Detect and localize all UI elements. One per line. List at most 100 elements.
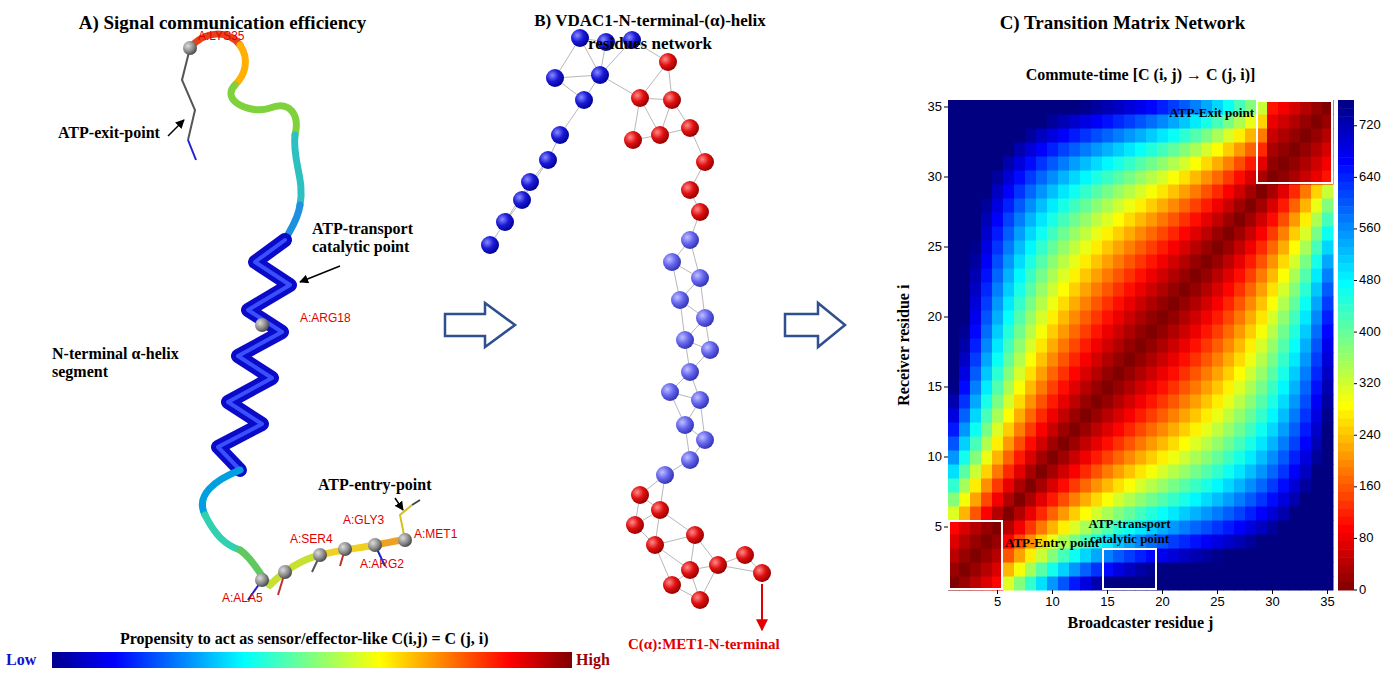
heatmap-cell (1080, 268, 1092, 283)
colorbar-step (1338, 263, 1354, 272)
heatmap-cell (1267, 184, 1279, 199)
heatmap-cell (1003, 366, 1015, 381)
heatmap-cell (970, 338, 982, 353)
heatmap-cell (1212, 464, 1224, 479)
heatmap-cell (1168, 324, 1180, 339)
heatmap-cell (1036, 142, 1048, 157)
heatmap-cell (1168, 422, 1180, 437)
heatmap-cell (1322, 184, 1334, 199)
heatmap-cell (1091, 142, 1103, 157)
heatmap-cell (970, 296, 982, 311)
heatmap-cell (1025, 464, 1037, 479)
annotation: ATP-transport catalytic point (312, 220, 447, 257)
heatmap-cell (1256, 464, 1268, 479)
heatmap-cell (1289, 562, 1301, 577)
heatmap-cell (981, 394, 993, 409)
scale-label: Low (6, 651, 36, 669)
heatmap-cell (1278, 506, 1290, 521)
heatmap-cell (959, 352, 971, 367)
tick-label: 320 (1359, 376, 1381, 391)
heatmap-cell (1322, 492, 1334, 507)
heatmap-cell (959, 506, 971, 521)
heatmap-cell (1157, 310, 1169, 325)
heatmap-cell (981, 478, 993, 493)
heatmap-cell (1091, 548, 1103, 563)
heatmap-cell (1322, 394, 1334, 409)
heatmap-cell (1124, 156, 1136, 171)
heatmap-cell (1003, 576, 1015, 591)
heatmap-cell (1058, 506, 1070, 521)
heatmap-cell (1069, 520, 1081, 535)
heatmap-cell (948, 184, 960, 199)
heatmap-cell (1223, 156, 1235, 171)
heatmap-cell (1322, 478, 1334, 493)
heatmap-cell (1036, 422, 1048, 437)
heatmap-cell (1190, 212, 1202, 227)
heatmap-cell (1179, 422, 1191, 437)
heatmap-cell (1036, 324, 1048, 339)
colorbar-step (1338, 296, 1354, 305)
colorbar-step (1338, 574, 1354, 583)
heatmap-cell (1146, 310, 1158, 325)
heatmap-cell (1300, 100, 1312, 115)
heatmap-cell (1311, 240, 1323, 255)
heatmap-cell (1157, 562, 1169, 577)
heatmap-cell (1058, 156, 1070, 171)
colorbar-step (1338, 321, 1354, 330)
heatmap-cell (1003, 170, 1015, 185)
colorbar-step (1338, 133, 1354, 142)
heatmap-cell (970, 128, 982, 143)
heatmap-cell (1091, 408, 1103, 423)
heatmap-cell (992, 128, 1004, 143)
heatmap-cell (1223, 254, 1235, 269)
heatmap-cell (1212, 478, 1224, 493)
heatmap-cell (1234, 548, 1246, 563)
heatmap-cell (1091, 268, 1103, 283)
heatmap-cell (959, 562, 971, 577)
heatmap-cell (1278, 534, 1290, 549)
network-residues (481, 29, 771, 609)
heatmap-cell (1113, 310, 1125, 325)
heatmap-cell (970, 114, 982, 129)
residue-ball (663, 253, 681, 271)
heatmap-cell (1080, 478, 1092, 493)
residue-label: A:ARG2 (360, 558, 404, 572)
heatmap-cell (992, 114, 1004, 129)
heatmap-cell (1289, 534, 1301, 549)
heatmap-cell (1146, 212, 1158, 227)
heatmap-cell (1223, 184, 1235, 199)
heatmap-cell (1135, 156, 1147, 171)
heatmap-cell (1102, 184, 1114, 199)
heatmap-cell (1003, 478, 1015, 493)
colorbar-step (1338, 312, 1354, 321)
heatmap-cell (1014, 492, 1026, 507)
residue-ball (546, 69, 564, 87)
heatmap-cell (1080, 254, 1092, 269)
heatmap-cell (1289, 282, 1301, 297)
heatmap-cell (1300, 226, 1312, 241)
heatmap-cell (981, 450, 993, 465)
heatmap-cell (1080, 450, 1092, 465)
heatmap-cell (1190, 506, 1202, 521)
panel-title: C) Transition Matrix Network (845, 0, 1400, 36)
heatmap-cell (1113, 100, 1125, 115)
heatmap-cell (992, 422, 1004, 437)
heatmap-cell (1212, 324, 1224, 339)
heatmap-cell (1168, 296, 1180, 311)
heatmap-cell (981, 324, 993, 339)
heatmap-cell (1311, 142, 1323, 157)
heatmap-cell (1036, 506, 1048, 521)
heatmap-cell (1080, 156, 1092, 171)
heatmap-cell (1245, 324, 1257, 339)
heatmap-cell (1190, 240, 1202, 255)
heatmap-cell (1179, 142, 1191, 157)
heatmap-cell (1289, 212, 1301, 227)
heatmap-cell (1179, 478, 1191, 493)
heatmap-cell (1256, 408, 1268, 423)
heatmap-cell (1278, 100, 1290, 115)
heatmap-cell (1234, 422, 1246, 437)
heatmap-cell (1223, 128, 1235, 143)
colorbar-step (1338, 476, 1354, 485)
heatmap-cell (1135, 198, 1147, 213)
heatmap-cell (1003, 184, 1015, 199)
